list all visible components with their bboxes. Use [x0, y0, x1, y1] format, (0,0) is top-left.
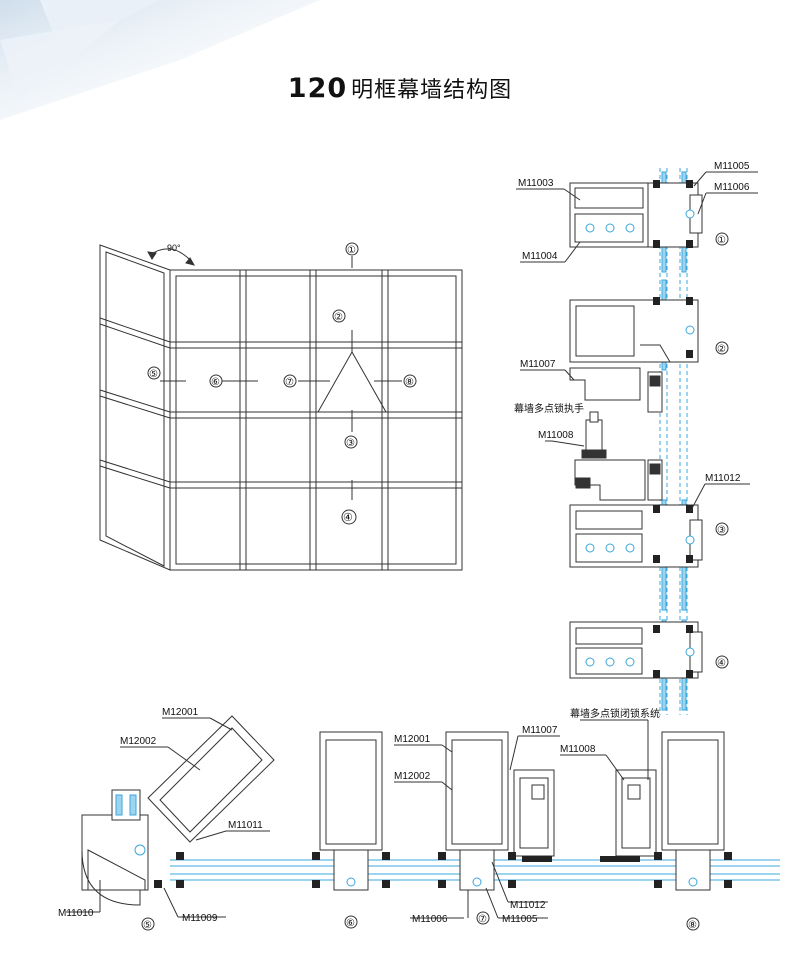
h-label-m12001b: M12001 — [394, 734, 431, 745]
v-label-m11003: M11003 — [518, 178, 554, 189]
h-label-m12002a: M12002 — [120, 736, 157, 747]
title-text: 明框幕墙结构图 — [351, 78, 513, 103]
overview-marker-2: ② — [334, 312, 343, 323]
h-label-lock-system: 幕墙多点锁闭锁系统 — [570, 707, 660, 720]
h-label-m11006: M11006 — [412, 914, 448, 925]
overview-marker-1: ① — [347, 245, 356, 256]
horizontal-sections — [66, 715, 780, 931]
v-marker-4: ④ — [717, 658, 726, 669]
h-label-m11005: M11005 — [502, 914, 538, 925]
h-label-m11009: M11009 — [182, 913, 218, 924]
h-label-m12002b: M12002 — [394, 771, 431, 782]
overview-marker-3: ③ — [346, 438, 355, 449]
h-label-m11008: M11008 — [560, 744, 596, 755]
h-label-m11010: M11010 — [58, 908, 94, 919]
v-marker-3: ③ — [717, 525, 726, 536]
h-marker-7: ⑦ — [478, 914, 487, 925]
overview-angle: 90° — [167, 243, 181, 253]
v-label-m11007: M11007 — [520, 359, 556, 370]
h-marker-8: ⑧ — [688, 920, 697, 931]
v-marker-1: ① — [717, 235, 726, 246]
elevation-overview — [99, 242, 463, 571]
corner-decoration — [0, 0, 320, 120]
v-label-m11006: M11006 — [714, 182, 750, 193]
h-label-m11007: M11007 — [522, 725, 558, 736]
overview-marker-8: ⑧ — [405, 377, 414, 388]
h-marker-6: ⑥ — [346, 918, 355, 929]
v-marker-2: ② — [717, 344, 726, 355]
overview-marker-5: ⑤ — [149, 369, 158, 380]
v-label-m11012: M11012 — [705, 473, 741, 484]
v-label-handle: 幕墙多点锁执手 — [514, 402, 584, 415]
overview-marker-4: ④ — [343, 512, 353, 524]
overview-marker-6: ⑥ — [211, 377, 220, 388]
v-label-m11004: M11004 — [522, 251, 558, 262]
h-marker-5: ⑤ — [143, 920, 152, 931]
h-label-m11011: M11011 — [228, 820, 263, 831]
vertical-section — [516, 168, 758, 715]
overview-marker-7: ⑦ — [285, 377, 294, 388]
h-label-m11012: M11012 — [510, 900, 546, 911]
v-label-m11005: M11005 — [714, 161, 750, 172]
h-label-m12001a: M12001 — [162, 707, 199, 718]
v-label-m11008: M11008 — [538, 430, 574, 441]
title-number: 120 — [287, 73, 348, 104]
